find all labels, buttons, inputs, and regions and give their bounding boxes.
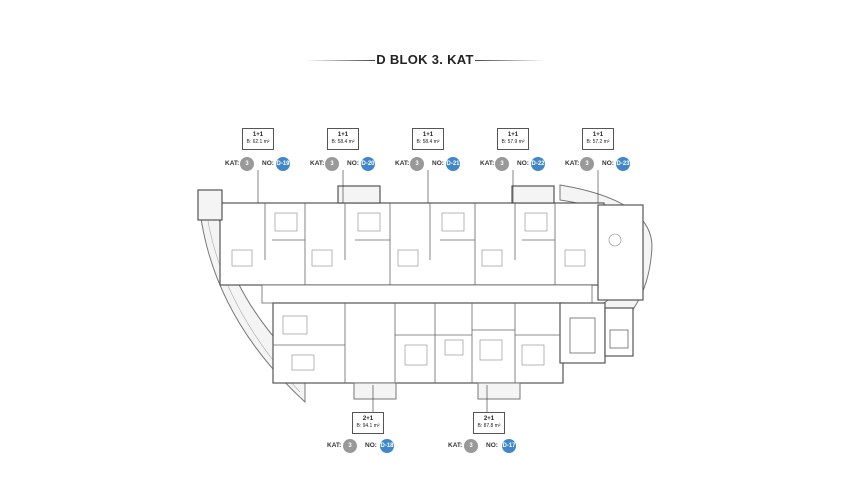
number-label: NO: — [602, 160, 614, 167]
unit-area: B: 87.8 m² — [477, 423, 501, 429]
page-title: D BLOK 3. KAT — [376, 52, 474, 67]
floor-badge: 3 — [464, 439, 478, 453]
number-label: NO: — [365, 442, 377, 449]
unit-number-badge: D-19 — [276, 157, 290, 171]
unit-number-badge: D-17 — [502, 439, 516, 453]
floor-badge: 3 — [240, 157, 254, 171]
unit-type: 1+1 — [252, 132, 264, 138]
unit-area: B: 57.2 m² — [586, 139, 610, 145]
unit-type: 2+1 — [362, 416, 374, 422]
unit-type: 1+1 — [592, 132, 604, 138]
floor-label: KAT: — [448, 442, 463, 449]
unit-area: B: 57.9 m² — [501, 139, 525, 145]
floor-badge: 3 — [495, 157, 509, 171]
unit-area: B: 58.4 m² — [416, 139, 440, 145]
unit-number-badge: D-20 — [361, 157, 375, 171]
number-label: NO: — [347, 160, 359, 167]
leader-lines — [257, 170, 599, 412]
lower-block — [272, 302, 634, 384]
lower-partitions — [273, 303, 629, 383]
floor-badge: 3 — [325, 157, 339, 171]
corridor — [261, 284, 593, 304]
lower-terraces — [353, 382, 521, 400]
unit-number-badge: D-21 — [446, 157, 460, 171]
floor-label: KAT: — [327, 442, 342, 449]
title-rule-left — [305, 60, 375, 61]
floor-label: KAT: — [395, 160, 410, 167]
floor-label: KAT: — [565, 160, 580, 167]
unit-area: B: 58.4 m² — [331, 139, 355, 145]
unit-number-badge: D-18 — [380, 439, 394, 453]
unit-area: B: 62.1 m² — [246, 139, 270, 145]
number-label: NO: — [517, 160, 529, 167]
title-rule-right — [475, 60, 545, 61]
number-label: NO: — [432, 160, 444, 167]
unit-number-badge: D-23 — [616, 157, 630, 171]
number-label: NO: — [486, 442, 498, 449]
floor-badge: 3 — [410, 157, 424, 171]
unit-type: 1+1 — [507, 132, 519, 138]
floor-label: KAT: — [225, 160, 240, 167]
number-label: NO: — [262, 160, 274, 167]
upper-partitions — [264, 203, 556, 285]
floor-label: KAT: — [480, 160, 495, 167]
floor-badge: 3 — [343, 439, 357, 453]
unit-type: 2+1 — [483, 416, 495, 422]
upper-furniture — [231, 212, 622, 267]
unit-number-badge: D-22 — [531, 157, 545, 171]
unit-type: 1+1 — [422, 132, 434, 138]
unit-type: 1+1 — [337, 132, 349, 138]
floor-label: KAT: — [310, 160, 325, 167]
upper-block — [197, 185, 644, 301]
unit-area: B: 94.1 m² — [356, 423, 380, 429]
lower-furniture — [282, 315, 545, 371]
floor-badge: 3 — [580, 157, 594, 171]
